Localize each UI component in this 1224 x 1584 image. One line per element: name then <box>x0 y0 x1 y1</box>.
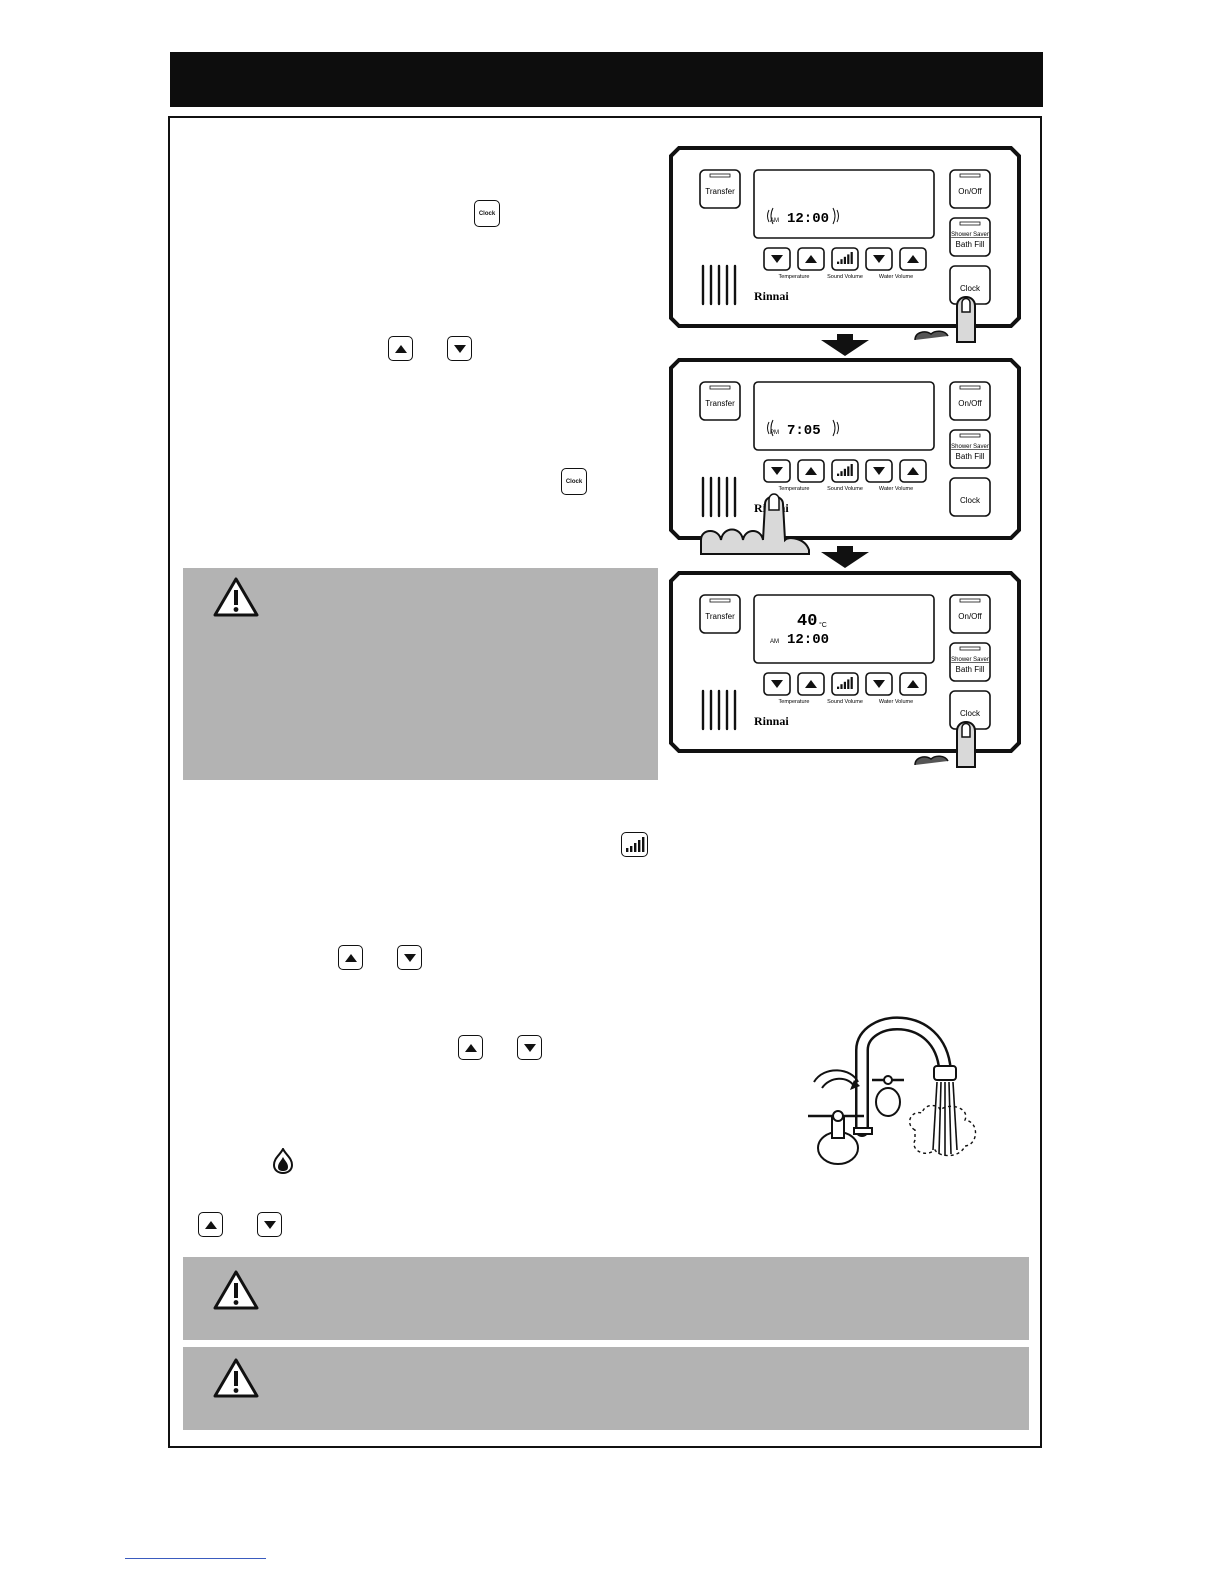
display-unit: °C <box>819 621 827 629</box>
transfer-label: Transfer <box>705 612 735 621</box>
sound-volume-button[interactable] <box>831 672 859 696</box>
water-volume-label: Water Volume <box>879 699 913 705</box>
shower-saver-label: Shower Saver <box>951 444 989 450</box>
transfer-button[interactable]: Transfer <box>699 594 741 634</box>
clock-label: Clock <box>960 284 981 293</box>
lcd-display <box>753 169 935 239</box>
down-arrow-icon <box>257 1212 282 1237</box>
bath-fill-label: Bath Fill <box>956 665 985 674</box>
transfer-label: Transfer <box>705 187 735 196</box>
transfer-button[interactable]: Transfer <box>699 381 741 421</box>
arrow-down-icon <box>837 546 853 552</box>
caution-box <box>183 1347 1029 1430</box>
temperature-label: Temperature <box>779 274 810 280</box>
down-arrow-icon <box>517 1035 542 1060</box>
up-arrow-icon <box>338 945 363 970</box>
display-ampm: PM <box>770 430 779 436</box>
clock-button[interactable]: Clock <box>949 477 991 517</box>
water-volume-up-button[interactable] <box>899 247 927 271</box>
on-off-button[interactable]: On/Off <box>949 594 991 634</box>
on-off-label: On/Off <box>958 612 982 621</box>
bath-fill-label: Bath Fill <box>956 452 985 461</box>
water-volume-down-button[interactable] <box>865 247 893 271</box>
clock-label: Clock <box>960 709 981 718</box>
lcd-display <box>753 381 935 451</box>
warning-icon <box>213 1270 259 1310</box>
up-arrow-icon <box>198 1212 223 1237</box>
sound-volume-button[interactable] <box>831 247 859 271</box>
pressing-finger-icon <box>700 493 810 555</box>
blink-indicator-icon <box>767 207 839 225</box>
clock-label: Clock <box>960 496 981 505</box>
blink-indicator-icon <box>767 419 839 437</box>
on-off-label: On/Off <box>958 187 982 196</box>
display-time: 7:05 <box>787 423 821 439</box>
up-arrow-icon <box>458 1035 483 1060</box>
temperature-down-button[interactable] <box>763 459 791 483</box>
display-ampm: AM <box>770 218 779 224</box>
transfer-button[interactable]: Transfer <box>699 169 741 209</box>
water-volume-label: Water Volume <box>879 274 913 280</box>
temperature-label: Temperature <box>779 486 810 492</box>
down-arrow-icon <box>447 336 472 361</box>
water-volume-up-button[interactable] <box>899 459 927 483</box>
water-volume-label: Water Volume <box>879 486 913 492</box>
caution-box <box>183 1257 1029 1340</box>
footer-rule <box>125 1558 266 1559</box>
sound-volume-label: Sound Volume <box>827 486 863 492</box>
sound-volume-label: Sound Volume <box>827 274 863 280</box>
lcd-display <box>753 594 935 664</box>
display-time: 12:00 <box>787 632 829 648</box>
on-off-button[interactable]: On/Off <box>949 169 991 209</box>
temperature-label: Temperature <box>779 699 810 705</box>
arrow-down-icon <box>837 334 853 340</box>
water-volume-down-button[interactable] <box>865 672 893 696</box>
temperature-down-button[interactable] <box>763 247 791 271</box>
warning-icon <box>213 577 259 617</box>
clock-button-icon: Clock <box>561 468 587 495</box>
sound-volume-button[interactable] <box>831 459 859 483</box>
content-frame <box>168 116 1042 1448</box>
caution-box <box>183 568 658 780</box>
arrow-down-icon <box>821 340 869 356</box>
transfer-label: Transfer <box>705 399 735 408</box>
pressing-finger-icon <box>914 721 976 768</box>
header-bar <box>170 52 1043 107</box>
display-time: 12:00 <box>787 211 829 227</box>
warning-icon <box>213 1358 259 1398</box>
water-volume-down-button[interactable] <box>865 459 893 483</box>
down-arrow-icon <box>397 945 422 970</box>
sound-volume-icon <box>621 832 648 857</box>
faucet-illustration <box>808 1016 977 1165</box>
sound-volume-label: Sound Volume <box>827 699 863 705</box>
temperature-up-button[interactable] <box>797 459 825 483</box>
clock-button-icon: Clock <box>474 200 500 227</box>
temperature-up-button[interactable] <box>797 247 825 271</box>
shower-saver-label: Shower Saver <box>951 657 989 663</box>
up-arrow-icon <box>388 336 413 361</box>
pressing-finger-icon <box>914 296 976 343</box>
display-temperature: 40 <box>797 612 817 631</box>
temperature-down-button[interactable] <box>763 672 791 696</box>
shower-saver-label: Shower Saver <box>951 232 989 238</box>
brand-logo: Rinnai <box>754 289 789 303</box>
on-off-button[interactable]: On/Off <box>949 381 991 421</box>
temperature-up-button[interactable] <box>797 672 825 696</box>
flame-icon <box>272 1148 294 1174</box>
arrow-down-icon <box>821 552 869 568</box>
water-volume-up-button[interactable] <box>899 672 927 696</box>
brand-logo: Rinnai <box>754 714 789 728</box>
bath-fill-label: Bath Fill <box>956 240 985 249</box>
display-ampm: AM <box>770 639 779 645</box>
on-off-label: On/Off <box>958 399 982 408</box>
